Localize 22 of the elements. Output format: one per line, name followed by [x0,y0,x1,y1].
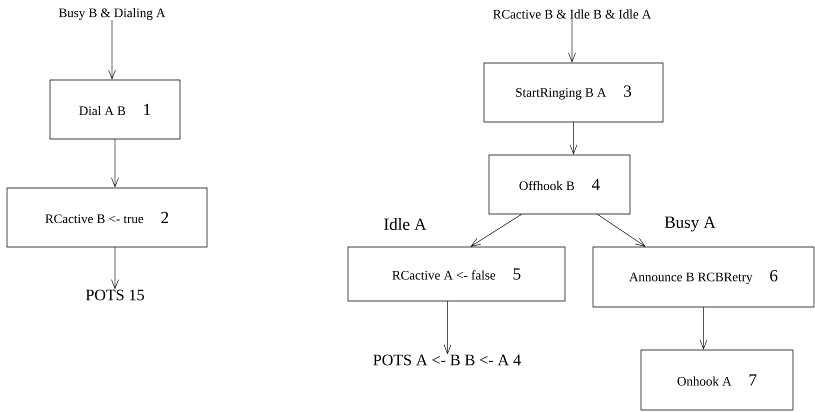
process-box: StartRinging B A 3 [484,62,664,122]
condition-text: POTS A <- B B <- A 4 [373,354,521,366]
edge-label: Busy A [663,216,717,232]
process-box: Onhook A 7 [640,350,794,410]
arrow [108,20,116,80]
condition-text: Busy B & Dialing A [58,8,166,20]
arrow [444,301,452,354]
arrow [111,139,119,188]
arrow [700,307,708,350]
arrow [111,247,119,290]
process-box: Offhook B 4 [488,154,630,214]
arrow [570,122,578,155]
arrow [597,214,646,247]
process-box: RCactive A <- false 5 [348,246,566,302]
condition-text: RCactive B & Idle B & Idle A [493,9,652,19]
process-box: RCactive B <- true 2 [6,188,208,248]
condition-text: POTS 15 [86,290,144,300]
process-box: Dial A B 1 [50,80,180,140]
arrow [568,18,576,63]
arrow [470,214,522,247]
edge-label: Idle A [382,217,428,231]
process-box: Announce B RCBRetry 6 [592,246,814,308]
